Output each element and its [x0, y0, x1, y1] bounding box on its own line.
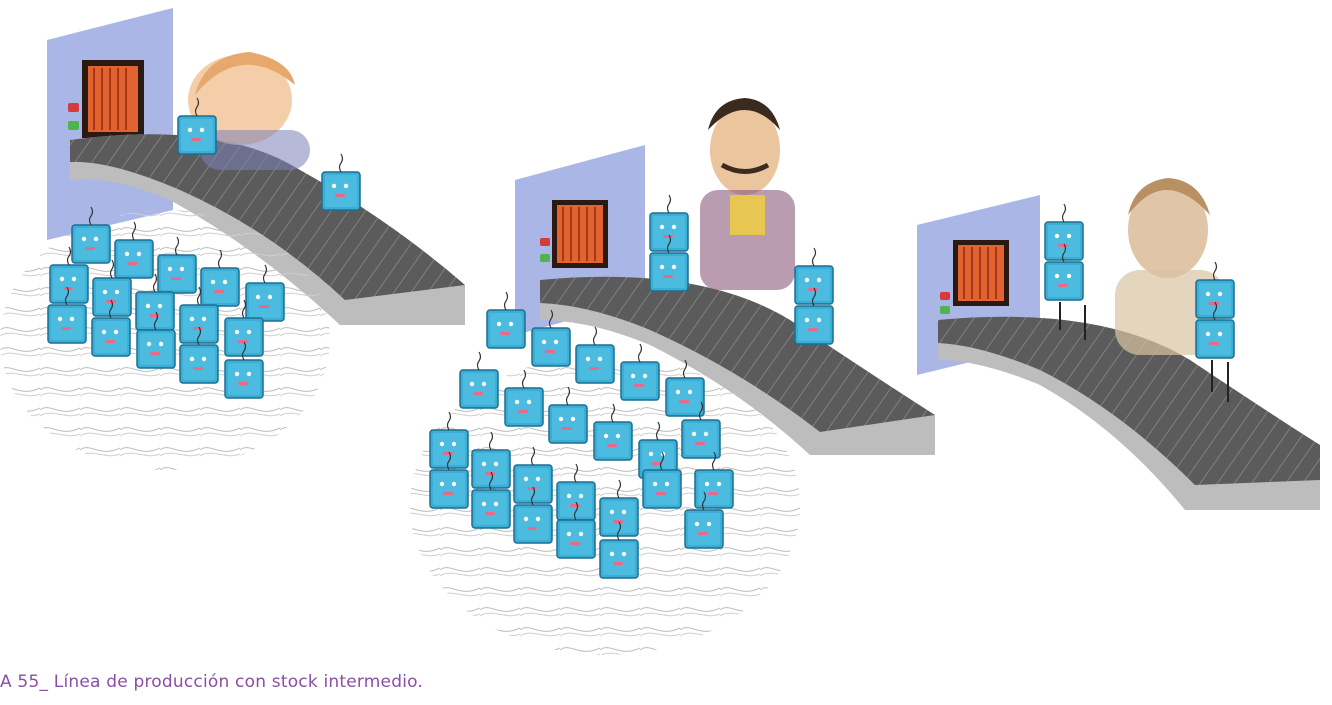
station-3	[917, 178, 1320, 510]
station-2	[410, 98, 935, 655]
worker-figure-icon	[710, 105, 780, 195]
station-1	[0, 8, 465, 470]
red-light-icon	[68, 103, 79, 112]
red-light-icon	[940, 292, 950, 300]
figure-caption: A 55_ Línea de producción con stock inte…	[0, 672, 424, 692]
green-light-icon	[940, 306, 950, 314]
green-light-icon	[540, 254, 550, 262]
worker-figure-icon	[1128, 182, 1208, 278]
green-light-icon	[68, 121, 79, 130]
red-light-icon	[540, 238, 550, 246]
